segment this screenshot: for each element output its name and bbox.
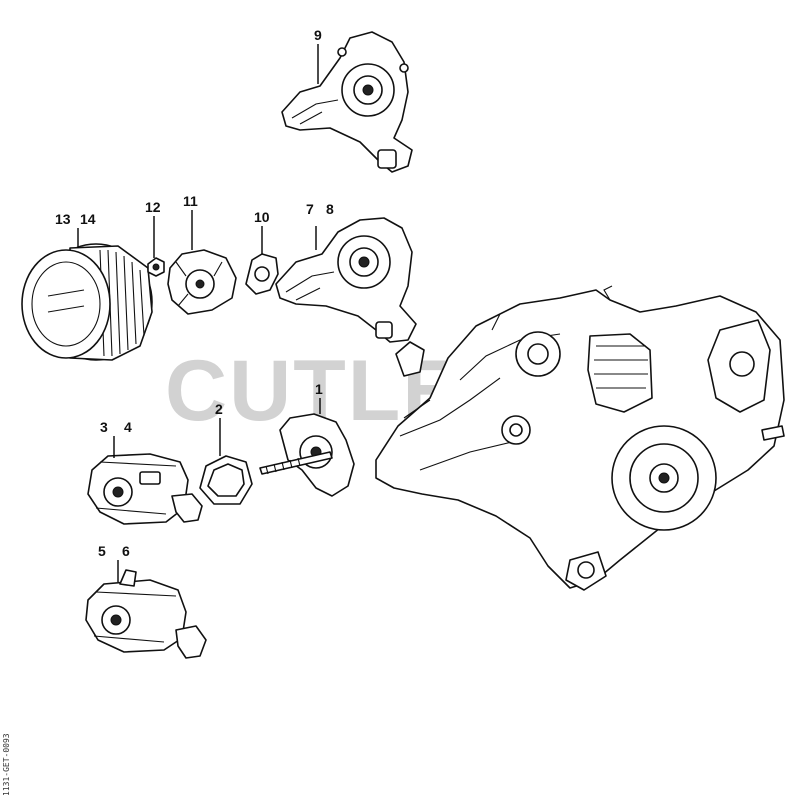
part-3-4-carburetor: [87, 453, 203, 525]
engine-housing: [375, 285, 785, 591]
part-2-carb-gasket: [199, 455, 253, 505]
part-7-8-carburetor-box: [275, 217, 425, 377]
callout-2: 2: [215, 401, 223, 417]
callout-5: 5: [98, 543, 106, 559]
callout-6: 6: [122, 543, 130, 559]
callout-14: 14: [80, 211, 96, 227]
callout-8: 8: [326, 201, 334, 217]
part-1-intake-elbow: [259, 413, 355, 497]
part-10-gasket: [245, 253, 279, 295]
callout-10: 10: [254, 209, 270, 225]
part-11-filter-base: [167, 249, 237, 315]
callout-12: 12: [145, 199, 161, 215]
part-13-14-air-filter: [21, 243, 153, 361]
drawing-code: 1131-GET-0093: [2, 733, 11, 796]
part-5-6-carburetor: [85, 569, 207, 659]
callout-9: 9: [314, 27, 322, 43]
part-12-nut: [147, 257, 165, 277]
callout-13: 13: [55, 211, 71, 227]
part-9-intake-manifold: [281, 31, 413, 173]
callout-3: 3: [100, 419, 108, 435]
callout-11: 11: [183, 193, 198, 209]
leader-lines: [77, 44, 321, 582]
callout-labels: 9 13 14 12 11 10 7 8 1 2 3 4 5 6: [55, 27, 334, 559]
callout-7: 7: [306, 201, 314, 217]
callout-4: 4: [124, 419, 132, 435]
callout-1: 1: [315, 381, 323, 397]
